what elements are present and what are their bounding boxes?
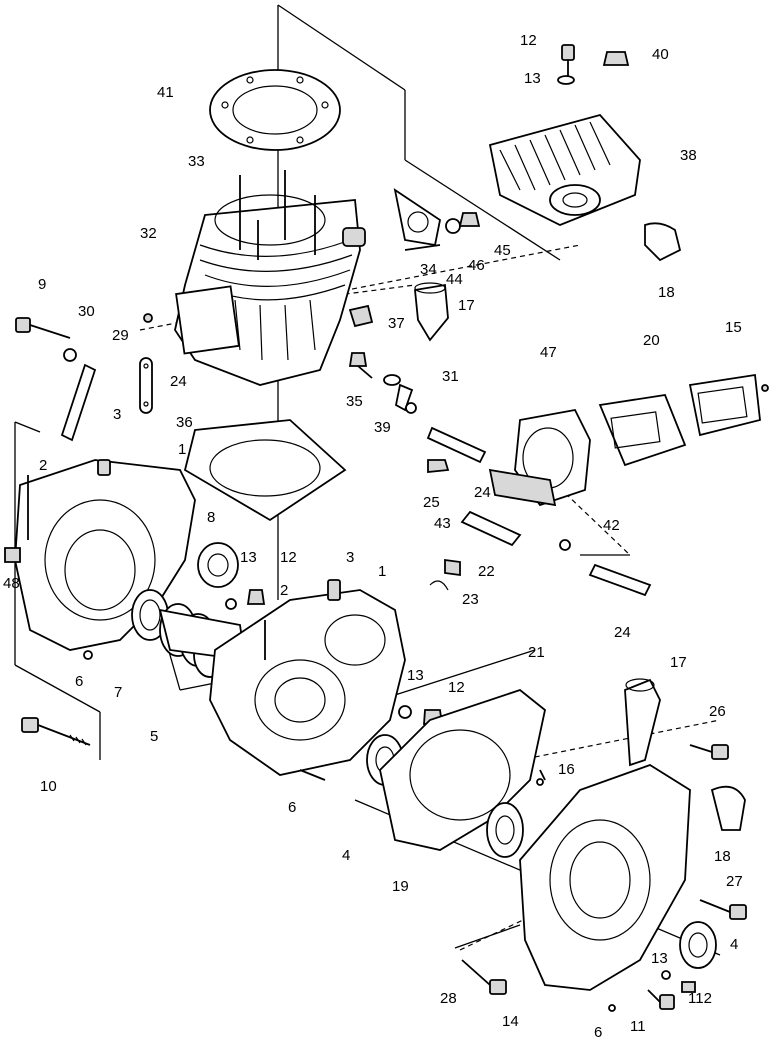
head-hardware: [393, 44, 682, 262]
callout-13: 13: [524, 70, 541, 87]
callout-6: 6: [288, 799, 296, 816]
callout-48: 48: [3, 575, 20, 592]
callout-20: 20: [643, 332, 660, 349]
callout-43: 43: [434, 515, 451, 532]
callout-16: 16: [558, 761, 575, 778]
callout-28: 28: [440, 990, 457, 1007]
callout-26: 26: [709, 703, 726, 720]
cover-gasket-21: [379, 688, 546, 851]
callout-31: 31: [442, 368, 459, 385]
callout-13: 13: [651, 950, 668, 967]
callout-8: 8: [207, 509, 215, 526]
cylinder-32: [174, 170, 366, 386]
callout-38: 38: [680, 147, 697, 164]
callout-24: 24: [474, 484, 491, 501]
callout-15: 15: [725, 319, 742, 336]
callout-4: 4: [730, 936, 738, 953]
left-hardware: [15, 313, 153, 442]
bolt-10: [21, 717, 91, 746]
callout-12: 12: [448, 679, 465, 696]
callout-40: 40: [652, 46, 669, 63]
callout-18: 18: [658, 284, 675, 301]
callout-9: 9: [38, 276, 46, 293]
callout-37: 37: [388, 315, 405, 332]
head-gasket-41: [209, 69, 341, 151]
callout-5: 5: [150, 728, 158, 745]
callout-labels: 12 40 13 41 38 33 32 46 45 34 44 18 9 30…: [3, 32, 743, 1041]
intake-parts: [348, 352, 769, 507]
base-gasket-36: [183, 419, 347, 522]
callout-42: 42: [603, 517, 620, 534]
callout-2: 2: [39, 457, 47, 474]
callout-34: 34: [420, 261, 437, 278]
callout-24: 24: [614, 624, 631, 641]
callout-18: 18: [714, 848, 731, 865]
callout-27: 27: [726, 873, 743, 890]
callout-19: 19: [392, 878, 409, 895]
callout-12: 12: [520, 32, 537, 49]
callout-17: 17: [670, 654, 687, 671]
callout-1: 1: [178, 441, 186, 458]
callout-32: 32: [140, 225, 157, 242]
callout-6: 6: [75, 673, 83, 690]
callout-36: 36: [176, 414, 193, 431]
callout-2: 2: [280, 582, 288, 599]
callout-6: 6: [594, 1024, 602, 1041]
callout-14: 14: [502, 1013, 519, 1030]
callout-30: 30: [78, 303, 95, 320]
callout-47: 47: [540, 344, 557, 361]
callout-45: 45: [494, 242, 511, 259]
cylinder-head-38: [488, 113, 641, 226]
callout-13: 13: [240, 549, 257, 566]
crankcase-right-1: [209, 579, 444, 781]
callout-24: 24: [170, 373, 187, 390]
callout-44: 44: [446, 271, 463, 288]
callout-1: 1: [378, 563, 386, 580]
callout-11: 11: [630, 1018, 646, 1035]
callout-25: 25: [423, 494, 440, 511]
callout-112: 112: [688, 990, 712, 1007]
seal-19: [486, 802, 524, 858]
callout-12: 12: [280, 549, 297, 566]
callout-29: 29: [112, 327, 129, 344]
callout-3: 3: [346, 549, 354, 566]
callout-21: 21: [528, 644, 545, 661]
callout-33: 33: [188, 153, 205, 170]
callout-22: 22: [478, 563, 495, 580]
cover-hardware: [461, 744, 747, 1012]
callout-41: 41: [157, 84, 174, 101]
callout-39: 39: [374, 419, 391, 436]
reed-hardware: [426, 426, 652, 597]
crankcase-cover-14: [519, 678, 691, 991]
callout-4: 4: [342, 847, 350, 864]
callout-10: 10: [40, 778, 57, 795]
callout-17: 17: [458, 297, 475, 314]
fitting-17-upper: [348, 282, 449, 342]
callout-46: 46: [468, 257, 485, 274]
callout-35: 35: [346, 393, 363, 410]
callout-3: 3: [113, 406, 121, 423]
callout-23: 23: [462, 591, 479, 608]
callout-13: 13: [407, 667, 424, 684]
callout-7: 7: [114, 684, 122, 701]
